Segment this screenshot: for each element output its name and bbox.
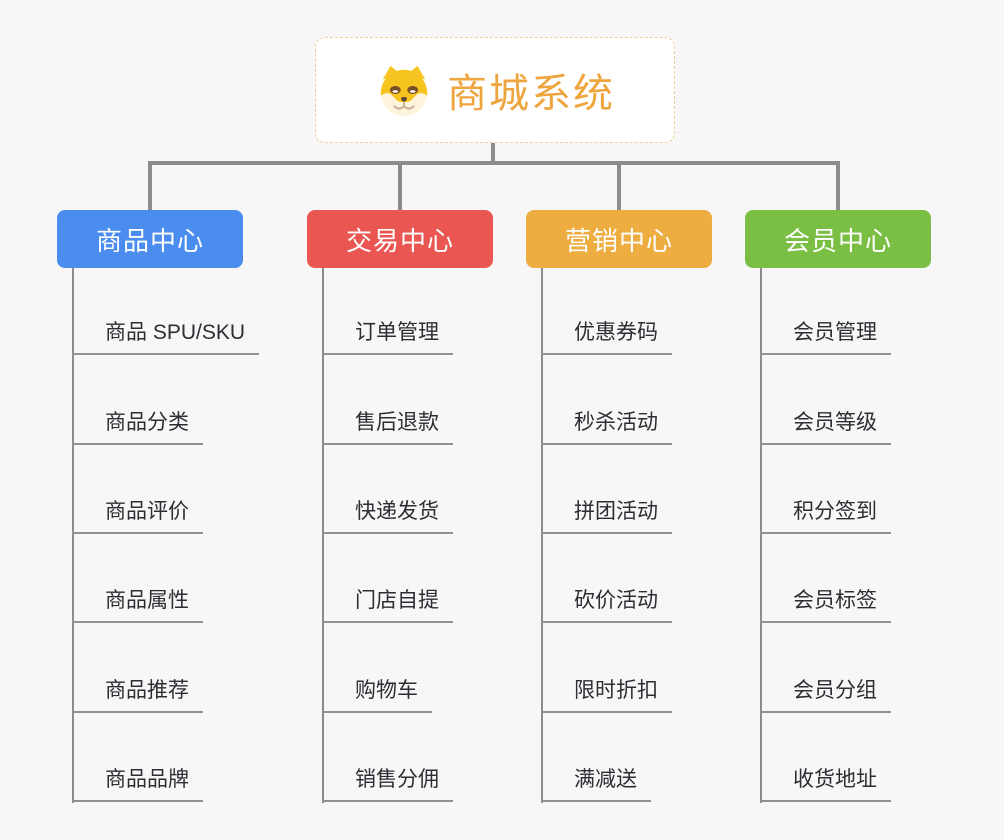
connector-drop (148, 161, 152, 211)
child-node[interactable]: 砍价活动 (541, 585, 672, 623)
child-node[interactable]: 商品 SPU/SKU (72, 317, 260, 355)
child-node[interactable]: 会员分组 (760, 675, 891, 713)
branch-label: 交易中心 (345, 225, 454, 256)
child-node[interactable]: 门店自提 (322, 585, 453, 623)
connector-root-stub (491, 143, 495, 163)
branch-spine (760, 268, 762, 803)
child-node[interactable]: 商品品牌 (72, 764, 203, 802)
child-node[interactable]: 快递发货 (322, 496, 453, 534)
connector-drop (398, 161, 402, 211)
branch-label: 商品中心 (95, 225, 204, 256)
child-node[interactable]: 满减送 (541, 764, 651, 802)
child-node[interactable]: 收货地址 (760, 764, 891, 802)
branch-node-member-center[interactable]: 会员中心 (745, 210, 931, 268)
branch-label: 会员中心 (783, 225, 892, 256)
branch-label: 营销中心 (564, 225, 673, 256)
child-node[interactable]: 会员等级 (760, 407, 891, 445)
child-node[interactable]: 限时折扣 (541, 675, 672, 713)
shiba-dog-icon (380, 65, 428, 117)
child-node[interactable]: 售后退款 (322, 407, 453, 445)
root-title: 商城系统 (447, 72, 615, 116)
branch-spine (541, 268, 543, 803)
child-node[interactable]: 优惠券码 (541, 317, 672, 355)
child-node[interactable]: 商品推荐 (72, 675, 203, 713)
child-node[interactable]: 商品分类 (72, 407, 203, 445)
child-node[interactable]: 订单管理 (322, 317, 453, 355)
child-node[interactable]: 会员标签 (760, 585, 891, 623)
branch-node-marketing-center[interactable]: 营销中心 (526, 210, 712, 268)
child-node[interactable]: 积分签到 (760, 496, 891, 534)
connector-drop (617, 161, 621, 211)
branch-node-trade-center[interactable]: 交易中心 (307, 210, 493, 268)
child-node[interactable]: 商品属性 (72, 585, 203, 623)
child-node[interactable]: 商品评价 (72, 496, 203, 534)
child-node[interactable]: 拼团活动 (541, 496, 672, 534)
root-node[interactable]: 商城系统 (315, 37, 675, 143)
child-node[interactable]: 销售分佣 (322, 764, 453, 802)
connector-drop (836, 161, 840, 211)
branch-spine (72, 268, 74, 803)
branch-spine (322, 268, 324, 803)
child-node[interactable]: 购物车 (322, 675, 432, 713)
connector-horizontal-rail (148, 161, 840, 165)
child-node[interactable]: 秒杀活动 (541, 407, 672, 445)
branch-node-product-center[interactable]: 商品中心 (57, 210, 243, 268)
child-node[interactable]: 会员管理 (760, 317, 891, 355)
